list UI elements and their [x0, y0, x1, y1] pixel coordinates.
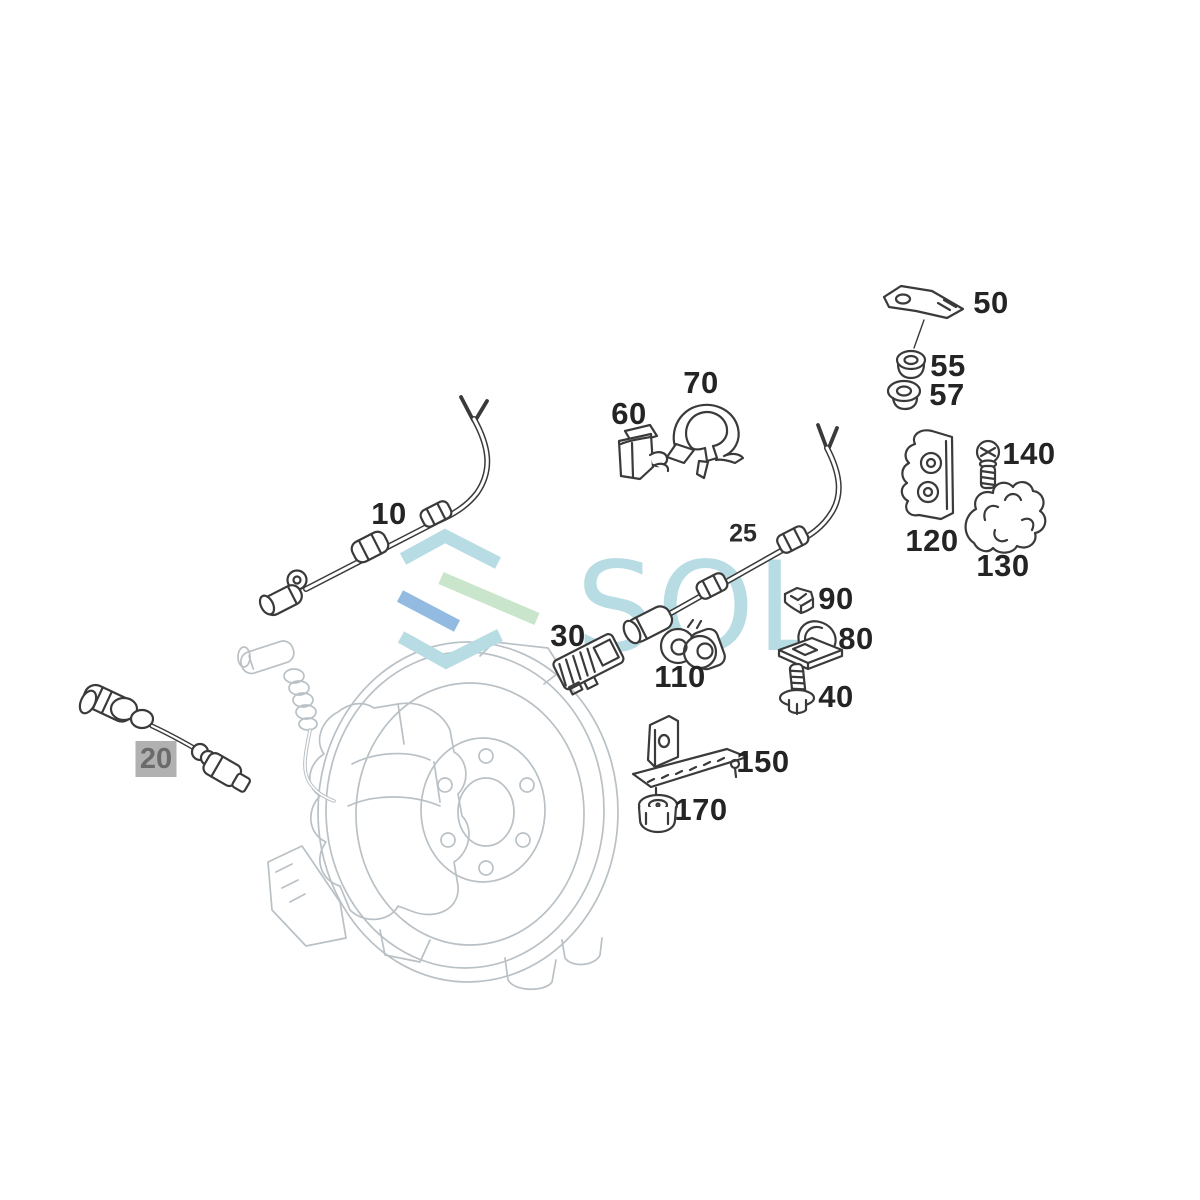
part-90-hex-nut: [783, 586, 815, 615]
part-80-clamp: [777, 620, 844, 671]
part-70-loop-clamp: [665, 403, 745, 480]
part-10-abs-sensor-cable: [258, 395, 491, 617]
part-55-washer: [895, 349, 927, 380]
pad-sensor-wire-ghost: [237, 640, 336, 803]
brake-caliper-ghost: [267, 702, 470, 947]
part-60-clip: [617, 423, 670, 481]
part-150-bracket: [631, 714, 749, 805]
logo-bar-blue-icon: [396, 590, 461, 632]
logo-chevron-bottom-icon: [397, 629, 503, 670]
part-40-bolt: [778, 662, 816, 716]
part-110-grommet: [659, 618, 726, 671]
part-140-screw: [975, 439, 1001, 490]
part-170-flange-nut: [637, 793, 679, 834]
part-120-rubber-holder: [900, 429, 955, 521]
brake-assembly-ghost: [237, 640, 619, 991]
part-130-spring-clip: [964, 481, 1047, 554]
parts-line-art: [78, 284, 1047, 834]
part-30-connector: [552, 633, 625, 696]
part-57-grommet: [886, 379, 922, 411]
part-25-abs-sensor-cable: [622, 423, 842, 645]
part-50-bracket: [882, 284, 965, 349]
logo-bar-green-icon: [438, 572, 540, 625]
logo-chevron-top-icon: [399, 528, 501, 569]
part-20-wear-sensor: [78, 683, 251, 793]
